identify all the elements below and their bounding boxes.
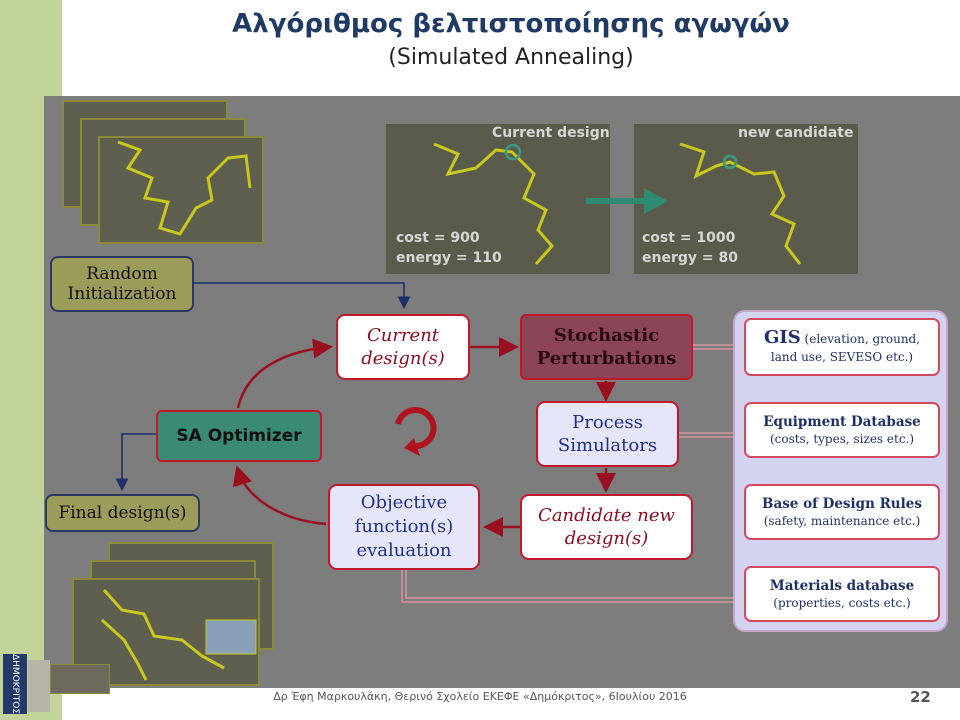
candidate-energy-value: energy = 80	[642, 250, 738, 266]
equipment-database-box: Equipment Database (costs, types, sizes …	[744, 402, 940, 458]
arrow-objective-to-sa	[232, 465, 327, 526]
slide-footer: Δρ Έφη Μαρκουλάκη, Θερινό Σχολείο ΕΚΕΦΕ …	[273, 690, 687, 703]
slide-title: Αλγόριθμος βελτιστοποίησης αγωγών	[232, 9, 790, 39]
random-initialization-box: Random Initialization	[50, 256, 194, 312]
current-design-box: Current design(s)	[336, 314, 470, 380]
arrow-init-to-current	[194, 282, 411, 310]
page-number: 22	[910, 688, 931, 706]
current-design-screen	[386, 124, 610, 274]
pipeline-route-bottom	[100, 588, 257, 681]
slide-subtitle: (Simulated Annealing)	[388, 45, 634, 70]
slide-title-block: Αλγόριθμος βελτιστοποίησης αγωγών (Simul…	[62, 6, 960, 74]
sa-optimizer-box: SA Optimizer	[156, 410, 322, 462]
current-design-label: Current design	[492, 125, 610, 141]
gis-database-box: GIS (elevation, ground, land use, SEVESO…	[744, 318, 940, 376]
plant-photo-icon	[205, 619, 257, 655]
current-design-cost: cost = 900 energy = 110	[396, 228, 502, 268]
teal-arrow-head	[644, 188, 668, 214]
focus-point-icon	[722, 154, 738, 170]
institute-logo: ΔΗΜΟΚΡΙΤΟΣ	[3, 654, 27, 714]
candidate-new-design-box: Candidate new design(s)	[520, 494, 693, 560]
process-simulators-box: Process Simulators	[536, 401, 679, 467]
objective-function-box: Objective function(s) evaluation	[328, 484, 480, 570]
design-rules-box: Base of Design Rules (safety, maintenanc…	[744, 484, 940, 540]
sat-stack-top-3	[98, 136, 264, 244]
current-cost-value: cost = 900	[396, 230, 480, 246]
stochastic-perturbations-box: Stochastic Perturbations	[520, 314, 693, 380]
current-energy-value: energy = 110	[396, 250, 502, 266]
arrow-sa-to-current	[236, 338, 333, 409]
statue-photo-icon	[28, 660, 50, 712]
gis-title: GIS	[763, 326, 801, 348]
focus-point-icon	[504, 143, 522, 161]
arrow-sa-to-final	[115, 433, 156, 492]
loop-icon	[395, 407, 437, 456]
pipe-photo-icon	[50, 664, 110, 694]
final-design-box: Final design(s)	[45, 494, 200, 532]
pipeline-route-top	[117, 140, 252, 236]
candidate-cost-value: cost = 1000	[642, 230, 736, 246]
pipeline-route-current	[433, 142, 554, 265]
new-candidate-screen	[634, 124, 858, 274]
materials-database-box: Materials database (properties, costs et…	[744, 566, 940, 622]
pipeline-route-candidate	[679, 142, 802, 265]
new-candidate-label: new candidate	[738, 125, 854, 141]
candidate-cost: cost = 1000 energy = 80	[642, 228, 738, 268]
